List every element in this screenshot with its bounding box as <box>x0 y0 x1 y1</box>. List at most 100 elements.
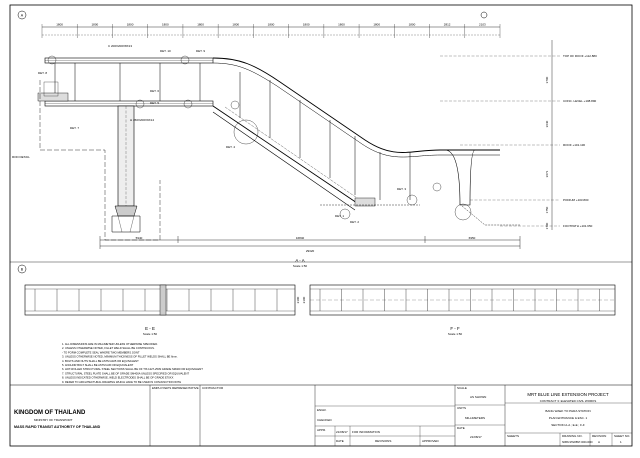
section-ee-scale: Scale 1:50 <box>143 332 158 336</box>
note-line: 6. HOT-ROLLED STRUCTURAL STEEL SECTIONS … <box>62 367 203 371</box>
c-section-label: C 200X200X8X13 <box>108 44 132 48</box>
note-line: - TO FORM COMPLETE SEAL WHERE TWO MEMBER… <box>62 350 140 354</box>
det-4-label: DET. 4 <box>226 145 235 149</box>
dim-top-2: 1800 <box>92 23 99 27</box>
title-block <box>149 385 632 446</box>
dim-top-13: 2103 <box>479 23 486 27</box>
note-line: 2. UNLESS OTHERWISE NOTED, FILLET WELD S… <box>62 346 155 350</box>
right-dim-2: 3640 <box>545 120 549 127</box>
elevation-footpath: FOOTPATH +101.650 <box>563 224 593 228</box>
right-dim-3: 3671 <box>545 170 549 177</box>
elevation-top-roof: TOP OF ROOF +112.880 <box>563 54 597 58</box>
general-notes: 1. ALL DIMENSIONS ARE IN MILLIMETER UNLE… <box>62 342 203 384</box>
sheet-border <box>9 4 633 447</box>
dim-top-6: 1800 <box>232 23 239 27</box>
dim-bottom-1: 5940 <box>136 236 143 240</box>
note-line: 4. BOLTS AND NUTS SHALL BE ASTM A325 OR … <box>62 359 139 363</box>
elevation-conc-level: CONC. LEVEL +108.890 <box>563 99 596 103</box>
section-marker-mid: B <box>17 264 27 274</box>
section-ff-scale: Scale 1:50 <box>448 332 463 336</box>
note-line: 7. STRUCTURAL STEEL PLATE SHALL BE OF GR… <box>62 371 189 375</box>
date-label: DATE <box>457 426 465 430</box>
dim-overall: 29320 <box>306 249 315 253</box>
scale-label: SCALE <box>457 386 467 390</box>
section-ee-plan <box>24 284 296 316</box>
employer-rep-label: EMPLOYER'S REPRESENTATIVE <box>152 386 199 390</box>
section-marker-right <box>480 11 488 19</box>
dim-top-4: 1800 <box>162 23 169 27</box>
dim-top-3: 1800 <box>127 23 134 27</box>
upper-deck-structure <box>37 57 214 107</box>
right-dim-1: 3700 <box>545 76 549 83</box>
col-revisions-label: REVISIONS <box>375 439 391 443</box>
section-ff-title: F - F <box>450 326 460 331</box>
revision-description: FOR INFORMATION <box>352 430 380 434</box>
det-1-label: DET. 1 <box>335 214 344 218</box>
section-ff-plan <box>309 284 616 316</box>
svg-text:A: A <box>21 14 24 18</box>
right-dim-4: 1750 <box>545 206 549 213</box>
engr-label: ENGR. <box>317 408 327 412</box>
authority-title: MASS RAPID TRANSIT AUTHORITY OF THAILAND <box>14 425 101 429</box>
rod-detail-label: ROD DETAIL <box>12 155 30 159</box>
sheet-number: 1 <box>620 440 622 444</box>
contract-title: CONTRACT 3: ELEVATED CIVIL WORKS <box>540 399 596 403</box>
section-ff-ribs <box>319 289 600 311</box>
det-7-label: DET. 7 <box>70 126 79 130</box>
dim-top-11: 1800 <box>409 23 416 27</box>
checked-label: CHECKED <box>317 418 333 422</box>
drawing-title-line-2: PLAN ENTRANCE & ESC. 1 <box>549 416 588 420</box>
pier-column <box>111 105 141 233</box>
section-marker-top: A <box>17 10 27 20</box>
revision-date: 21/08/17 <box>336 430 348 434</box>
det-2-label: DET. 2 <box>350 220 359 224</box>
appr-label: APPR. <box>317 428 326 432</box>
bottom-dimension-chain: 5940 16840 6950 29320 <box>99 236 521 253</box>
section-aa-title: A - A <box>295 258 304 263</box>
dim-top-8: 1800 <box>303 23 310 27</box>
drawing-title-line-3: SECTION A-A ; E-E ; F-F <box>551 423 585 427</box>
svg-text:B: B <box>21 268 24 272</box>
revision-label: REVISION <box>592 434 606 438</box>
rod-detail-outline: ROD DETAIL <box>12 80 161 241</box>
section-ee-title: E - E <box>145 326 155 331</box>
units-value: MILLIMETERS <box>465 416 485 420</box>
note-line: 5. ANCHOR BOLT SHALL BE ASTM A36 OR EQUI… <box>62 363 134 367</box>
dim-top-10: 1800 <box>373 23 380 27</box>
det-6-label: DET. 6 <box>150 89 159 93</box>
section-ee-height: 2100 <box>296 296 300 303</box>
scale-value: AS SHOWN <box>470 395 486 399</box>
dim-top-5: 1800 <box>197 23 204 27</box>
det-9-label: DET. 9 <box>196 49 205 53</box>
sheet-no-label: SHEET NO. <box>614 434 630 438</box>
col-date-label: DATE <box>336 439 344 443</box>
drawing-no-label: DRAWING NO. <box>562 434 583 438</box>
units-label: UNITS <box>457 406 466 410</box>
project-title: MRT BLUE LINE EXTENSION PROJECT <box>527 392 609 397</box>
elevation-podium: PODIUM +103.800 <box>563 198 589 202</box>
contractor-label: CONTRACTOR <box>202 386 224 390</box>
elevation-roof: ROOF +101.130 <box>563 143 585 147</box>
det-8-label: DET. 8 <box>38 71 47 75</box>
det-3-label: DET. 3 <box>397 187 406 191</box>
note-line: 8. UNLESS INDICATED OTHERWISE, WELD ELEC… <box>62 376 174 380</box>
detail-callouts <box>47 55 472 221</box>
det-5-label: DET. 5 <box>150 101 159 105</box>
drawing-number: SDBN-STERBST-0000-0000 <box>562 441 593 444</box>
dim-bottom-3: 6950 <box>469 236 476 240</box>
ministry-title: MINISTRY OF TRANSPORT <box>34 418 73 422</box>
section-ee-ribs <box>34 289 278 311</box>
section-ff-height: 2100 <box>302 296 306 303</box>
dim-top-12: 2812 <box>444 23 451 27</box>
col-approved-label: APPROVED <box>422 439 440 443</box>
dim-bottom-2: 16840 <box>296 236 305 240</box>
kingdom-title: KINGDOM OF THAILAND <box>14 410 86 416</box>
note-line: 3. UNLESS OTHERWISE NOTED, MINIMUM THICK… <box>62 355 178 359</box>
inclined-structure <box>212 57 520 226</box>
dim-top-1: 1800 <box>56 23 63 27</box>
h-section-label: H 450X200X9X14 <box>130 118 154 122</box>
dim-top-7: 1800 <box>268 23 275 27</box>
det-10-label: DET. 10 <box>160 49 171 53</box>
section-aa-scale: Scale 1:50 <box>293 264 308 268</box>
